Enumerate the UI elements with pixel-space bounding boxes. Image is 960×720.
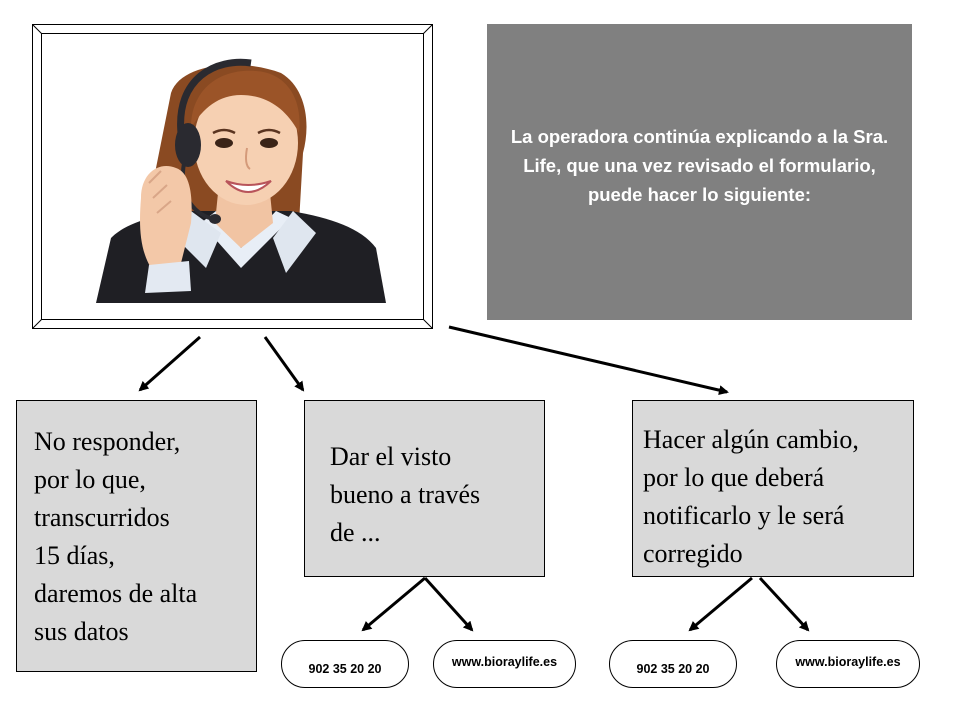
web-pill-2: www.bioraylife.es: [776, 640, 920, 688]
option-no-response: No responder, por lo que, transcurridos …: [16, 400, 257, 672]
option-text: Dar el visto bueno a través de ...: [330, 442, 481, 547]
arrow-to-web-1: [423, 576, 474, 632]
arrow-to-phone-1: [361, 576, 426, 632]
arrow-to-web-2: [758, 576, 810, 632]
arrow-to-option-2: [263, 336, 305, 392]
option-text: No responder, por lo que, transcurridos …: [34, 427, 198, 646]
option-approve: Dar el visto bueno a través de ...: [304, 400, 545, 577]
operator-photo: [96, 58, 386, 303]
arrow-to-option-1: [138, 335, 201, 392]
option-text: Hacer algún cambio, por lo que deberá no…: [643, 425, 859, 568]
intro-text: La operadora continúa explicando a la Sr…: [510, 125, 889, 205]
phone-pill-1: 902 35 20 20: [281, 640, 409, 688]
website-url: www.bioraylife.es: [451, 655, 558, 669]
arrow-to-phone-2: [688, 576, 753, 632]
website-url: www.bioraylife.es: [795, 655, 901, 669]
option-request-change: Hacer algún cambio, por lo que deberá no…: [632, 400, 914, 577]
arrow-to-option-3: [448, 325, 729, 396]
phone-pill-2: 902 35 20 20: [609, 640, 737, 688]
intro-panel: La operadora continúa explicando a la Sr…: [487, 24, 912, 320]
web-pill-1: www.bioraylife.es: [433, 640, 576, 688]
phone-number: 902 35 20 20: [636, 662, 710, 676]
phone-number: 902 35 20 20: [308, 662, 382, 676]
